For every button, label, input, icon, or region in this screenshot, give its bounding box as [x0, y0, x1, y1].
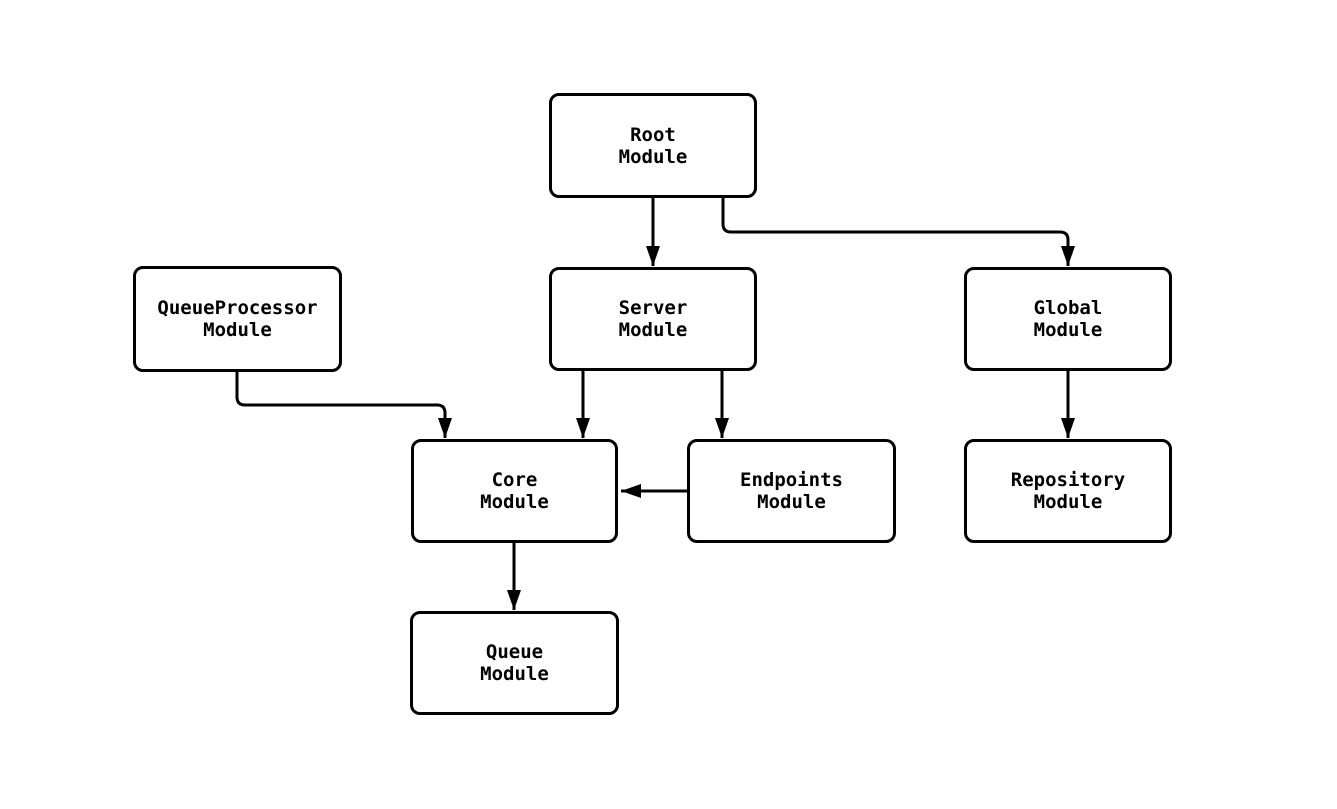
node-global-module-label: Global Module [1033, 297, 1103, 341]
node-root-module-label: Root Module [618, 123, 688, 168]
node-core-module-label: Core Module [480, 469, 549, 513]
node-server-module: Server Module [549, 267, 757, 371]
node-root-module: Root Module [549, 93, 757, 198]
node-queue-module: Queue Module [410, 611, 619, 715]
node-server-module-label: Server Module [618, 297, 688, 341]
node-endpoints-module: Endpoints Module [687, 439, 896, 543]
node-queue-module-label: Queue Module [480, 641, 549, 685]
node-global-module: Global Module [964, 267, 1172, 371]
node-queueprocessor-module: QueueProcessor Module [133, 266, 342, 372]
edge-queueprocessor-to-core-arrow [235, 372, 452, 438]
edge-root-to-global-arrow [721, 197, 1075, 266]
node-queueprocessor-module-label: QueueProcessor Module [157, 297, 318, 341]
node-repository-module-label: Repository Module [1010, 469, 1126, 513]
node-core-module: Core Module [411, 439, 618, 543]
node-endpoints-module-label: Endpoints Module [740, 469, 843, 513]
node-repository-module: Repository Module [964, 439, 1172, 543]
